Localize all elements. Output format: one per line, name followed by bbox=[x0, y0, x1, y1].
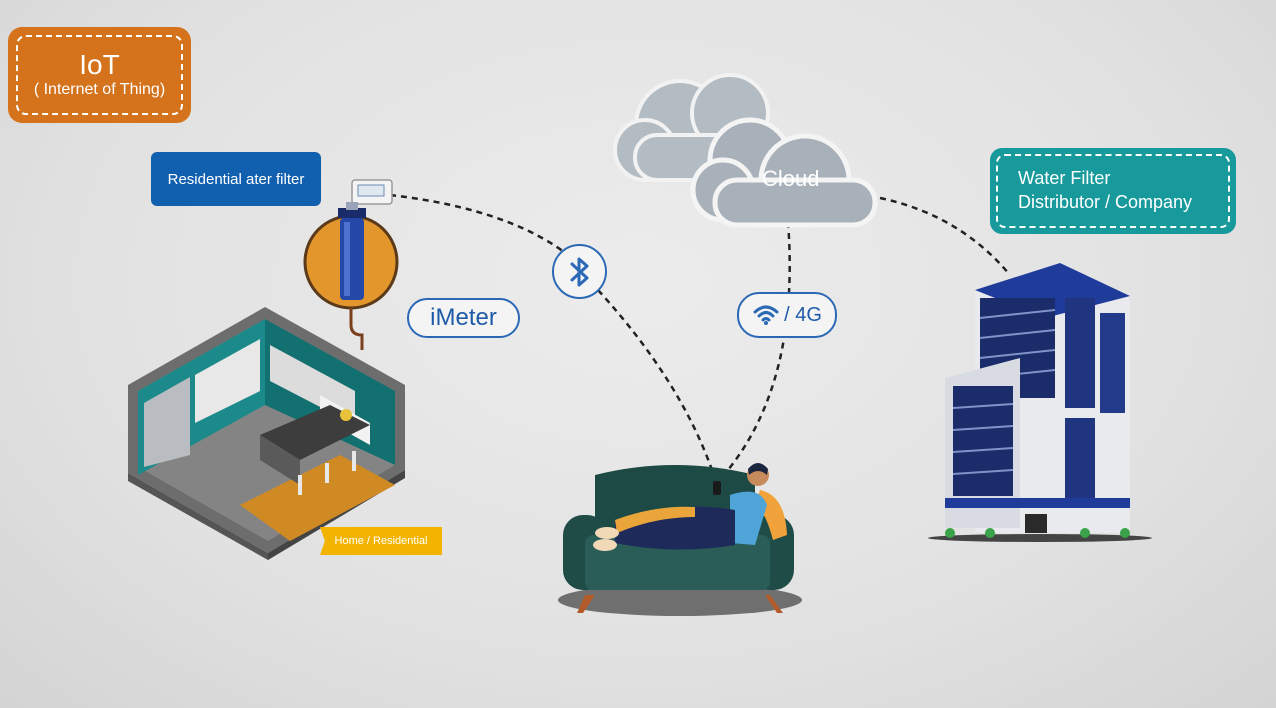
iot-title: IoT bbox=[79, 49, 120, 80]
iot-subtitle: ( Internet of Thing) bbox=[33, 81, 166, 98]
wifi-4g-label: / 4G bbox=[737, 292, 837, 338]
cloud-label: Cloud bbox=[762, 166, 820, 191]
kitchen-illustration bbox=[128, 307, 405, 560]
home-residential-label: Home / Residential bbox=[320, 527, 442, 555]
imeter-label: iMeter bbox=[407, 298, 520, 338]
bluetooth-icon bbox=[552, 244, 607, 299]
meter-device-icon bbox=[351, 179, 393, 205]
iot-badge: IoT ( Internet of Thing) bbox=[8, 27, 191, 123]
sofa-person-illustration bbox=[558, 463, 802, 616]
distributor-line2: Distributor / Company bbox=[1018, 192, 1193, 212]
cloud-icon bbox=[613, 73, 878, 228]
network-label: / 4G bbox=[784, 303, 822, 326]
distributor-line1: Water Filter bbox=[1018, 168, 1111, 188]
water-filter-icon bbox=[303, 202, 399, 350]
residential-filter-label: Residential ater filter bbox=[151, 152, 321, 206]
office-building-illustration bbox=[928, 263, 1152, 542]
wifi-icon bbox=[753, 305, 779, 325]
distributor-badge: Water Filter Distributor / Company bbox=[990, 148, 1236, 234]
